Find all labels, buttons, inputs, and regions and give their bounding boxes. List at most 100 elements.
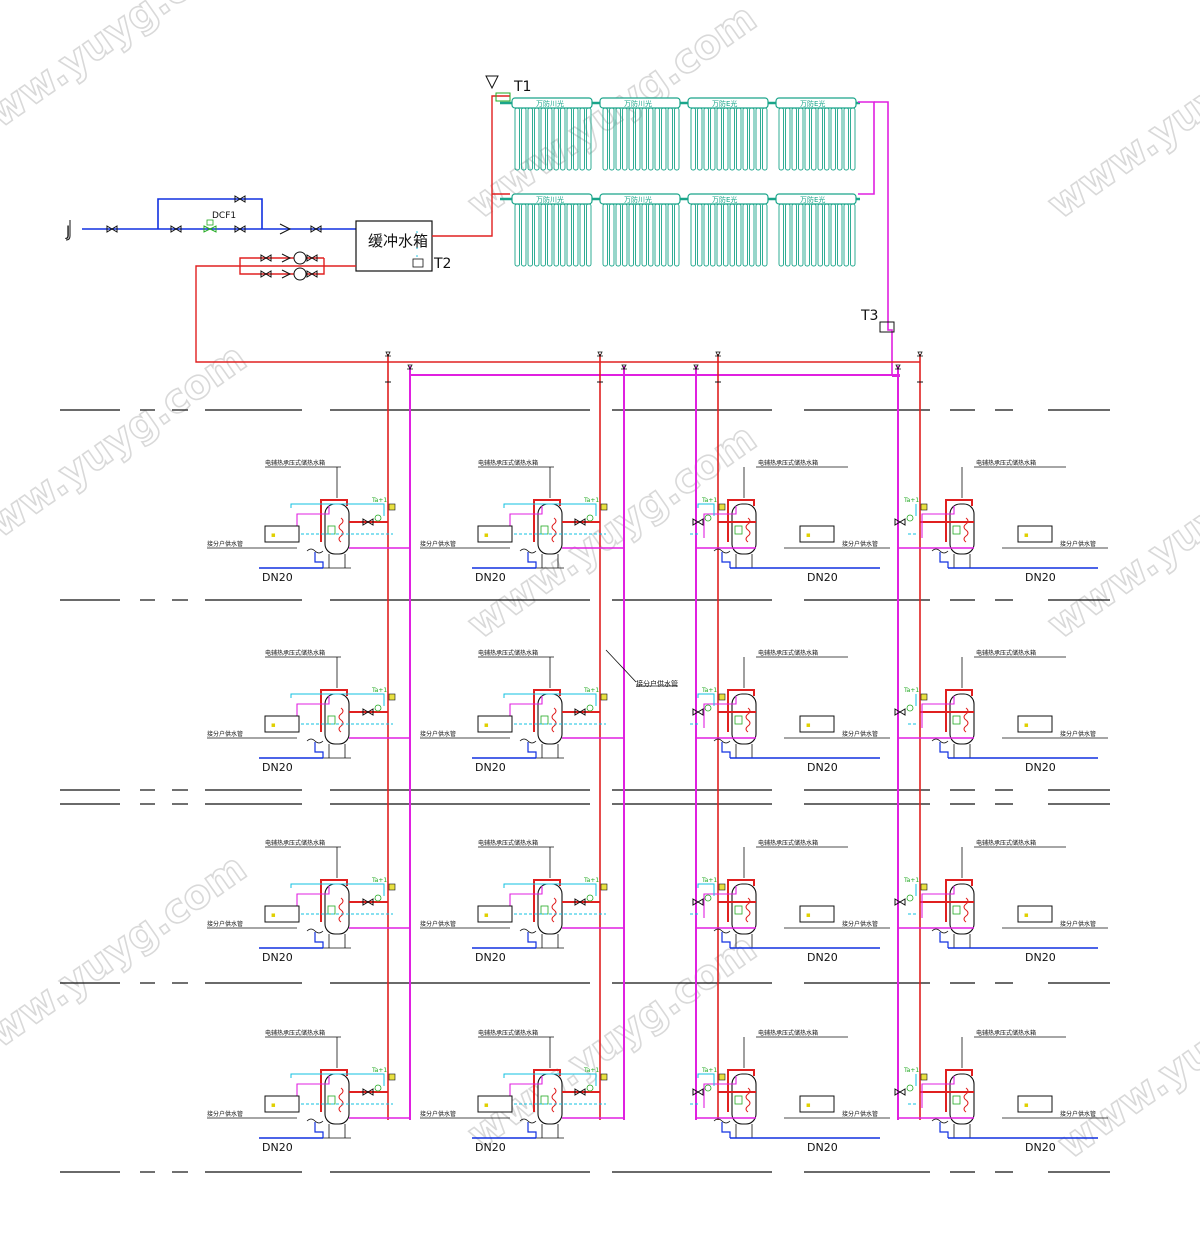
vacuum-tube [566,203,572,267]
controller-display: ▪ [484,531,489,539]
vacuum-tube [553,107,559,171]
sensor-tag: Ta+1 [903,877,919,884]
unit-return-loop [296,696,330,728]
mixing-valve-icon [586,514,594,522]
apartment-units: 电辅热承压式储热水箱▪Ta+1接分户供水管DN20电辅热承压式储热水箱▪Ta+1… [207,459,1108,1154]
collector-label: 万防川光 [624,195,652,204]
cold-to-tank [939,932,949,948]
cold-to-tank [939,742,949,758]
unit-hot-loop [533,1069,561,1112]
collector-manifold [511,193,593,205]
valve-icon [894,1088,906,1096]
flex-hose-icon [713,928,731,934]
cold-to-tank [721,1122,731,1138]
controller-box [264,905,300,923]
valve-icon [362,518,374,526]
unit-return-loop [703,506,737,538]
collector-label: 万防E光 [800,195,825,204]
vacuum-tube [586,203,592,267]
vent-valve-icon [895,364,901,370]
heater-icon [952,1095,961,1105]
controller-display: ▪ [806,1101,811,1109]
sensor-tag: Ta+1 [903,497,919,504]
controller-box [477,1095,513,1113]
pipe-size-label: DN20 [262,951,293,964]
control-wire [290,503,385,516]
watermark-text: www.yuyg.com [1049,935,1200,1168]
unit-hot-loop [533,689,561,732]
controller-display: ▪ [271,1101,276,1109]
control-wire [503,693,597,706]
controller-box [1017,715,1053,733]
collector-module: 万防E光 [775,193,857,267]
unit-side-label: 接分户供水管 [207,1110,243,1118]
watermark-text: www.yuyg.com [0,845,255,1078]
flex-hose-icon [931,548,949,554]
return-down-pipe [874,101,893,376]
valve-dcf1-label: DCF1 [212,211,236,221]
controller-box [477,905,513,923]
collector-manifold [687,193,769,205]
pipe-size-label: DN20 [475,951,506,964]
vacuum-tube [534,107,540,171]
check-valve-icon [281,269,292,279]
controller-display: ▪ [1024,531,1029,539]
vacuum-tube [749,107,755,171]
flex-hose-icon [519,928,537,934]
vacuum-tube [573,107,579,171]
sensor-tag: Ta+1 [701,1067,717,1074]
vacuum-tube [654,203,660,267]
vacuum-tube [697,203,703,267]
unit-return-loop [509,886,543,918]
vacuum-tube [609,107,615,171]
vacuum-tube [736,107,742,171]
valve-icon [234,225,246,233]
vacuum-tube [540,107,546,171]
control-wire [697,503,715,516]
vacuum-tube [716,203,722,267]
vacuum-tube [817,203,823,267]
storage-tank [731,1073,757,1125]
controller-box [799,1095,835,1113]
cold-to-tank [527,1122,537,1138]
vacuum-tube [674,203,680,267]
vacuum-tube [690,107,696,171]
unit-side-label: 接分户供水管 [420,1110,456,1118]
vacuum-tube [791,107,797,171]
sensor-tag: Ta+1 [583,687,599,694]
heater-icon [952,525,961,535]
controller-box [477,715,513,733]
unit-return-loop [703,886,737,918]
controller-display: ▪ [271,531,276,539]
sensor-square [718,1073,726,1081]
vacuum-tube [521,107,527,171]
valve-icon [894,708,906,716]
vacuum-tube [667,107,673,171]
vacuum-tube [710,107,716,171]
collector-module: 万防川光 [599,193,681,267]
vacuum-tube [609,203,615,267]
vacuum-tube [804,107,810,171]
storage-tank [949,883,975,935]
vacuum-tube [811,107,817,171]
vacuum-tube [586,107,592,171]
vacuum-tube [723,203,729,267]
sensor-square [388,503,396,511]
unit-title: 电辅热承压式储热水箱 [976,649,1036,657]
unit-hot-loop [320,1069,348,1112]
storage-tank [949,693,975,745]
vacuum-tube [703,107,709,171]
pipe-size-label: DN20 [807,951,838,964]
valve-icon [692,1088,704,1096]
valve-icon [894,518,906,526]
pipe-size-label: DN20 [1025,571,1056,584]
mixing-valve-icon [586,1084,594,1092]
control-wire [697,1073,715,1086]
collector-label: 万防川光 [624,99,652,108]
flex-hose-icon [931,738,949,744]
heat-coil-icon [338,517,344,543]
